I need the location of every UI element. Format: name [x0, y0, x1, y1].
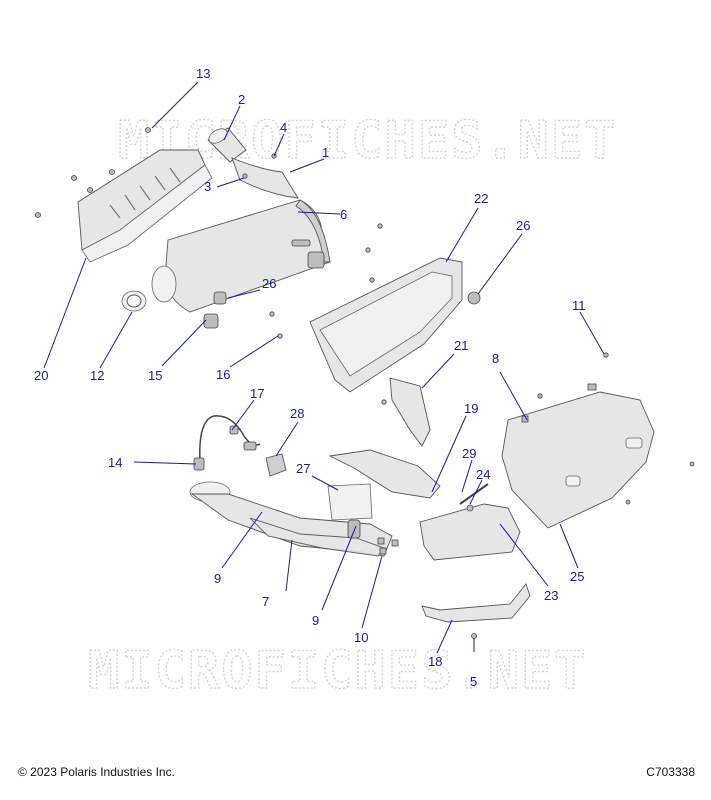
lower-shield-18-part — [421, 583, 531, 623]
tailpipe-part — [207, 127, 299, 199]
callout-9-right: 9 — [312, 613, 319, 628]
callout-9-left: 9 — [214, 571, 221, 586]
grommet-26-left — [213, 291, 227, 305]
screw-hardware-16 — [269, 223, 383, 339]
callout-4: 4 — [280, 120, 287, 135]
rubber-mount-upper — [307, 251, 325, 269]
gasket-27-part — [327, 483, 373, 521]
callout-19: 19 — [464, 401, 478, 416]
callout-25: 25 — [570, 569, 584, 584]
muffler-cover-23-part — [419, 503, 521, 561]
callout-6: 6 — [340, 207, 347, 222]
bolt-bracket — [381, 399, 387, 405]
leader-lines — [43, 81, 605, 654]
callout-7: 7 — [262, 594, 269, 609]
bolt-5 — [471, 633, 477, 639]
bolt-hardware-10 — [377, 537, 399, 555]
muffler-part — [151, 199, 331, 313]
callout-8: 8 — [492, 351, 499, 366]
screw-hardware-13 — [35, 127, 151, 218]
callout-11: 11 — [572, 298, 586, 313]
callout-20: 20 — [34, 368, 48, 383]
callout-26-right: 26 — [516, 218, 530, 233]
callout-12: 12 — [90, 368, 104, 383]
lower-shield-19-part — [328, 449, 441, 499]
callout-24: 24 — [476, 467, 490, 482]
callout-27: 27 — [296, 461, 310, 476]
watermark-bottom: MICROFICHES.NET — [88, 641, 588, 701]
rubber-mount-15 — [203, 313, 219, 329]
callout-5: 5 — [470, 674, 477, 689]
o2-sensor-part — [193, 415, 261, 471]
clamp-12-part — [121, 290, 147, 312]
callout-13: 13 — [196, 66, 210, 81]
callout-26-left: 26 — [262, 276, 276, 291]
callout-29: 29 — [462, 446, 476, 461]
drawing-id-label: C703338 — [646, 765, 695, 779]
stud-29 — [459, 483, 489, 505]
grommet-26-right — [467, 291, 481, 305]
callout-17: 17 — [250, 386, 264, 401]
callout-labels: 13 2 4 1 3 6 22 26 26 11 21 8 20 12 15 1… — [34, 66, 586, 689]
callout-15: 15 — [148, 368, 162, 383]
heat-shield-center-part — [309, 257, 463, 393]
callout-21: 21 — [454, 338, 468, 353]
callout-16: 16 — [216, 367, 230, 382]
callout-1: 1 — [322, 145, 329, 160]
callout-18: 18 — [428, 654, 442, 669]
callout-2: 2 — [238, 92, 245, 107]
copyright-notice: © 2023 Polaris Industries Inc. — [18, 765, 175, 779]
callout-14: 14 — [108, 455, 122, 470]
callout-22: 22 — [474, 191, 488, 206]
fastener-hardware-8-11 — [521, 352, 695, 505]
bracket-21-part — [389, 377, 431, 447]
callout-3: 3 — [204, 179, 211, 194]
heat-shield-left-part — [77, 149, 213, 263]
nut-24 — [466, 504, 474, 512]
heat-shield-right-part — [501, 391, 655, 529]
callout-28: 28 — [290, 406, 304, 421]
rubber-mount-28 — [265, 453, 287, 477]
callout-10: 10 — [354, 630, 368, 645]
bolt-3 — [242, 173, 248, 179]
callout-23: 23 — [544, 588, 558, 603]
head-pipe-part — [189, 481, 393, 557]
